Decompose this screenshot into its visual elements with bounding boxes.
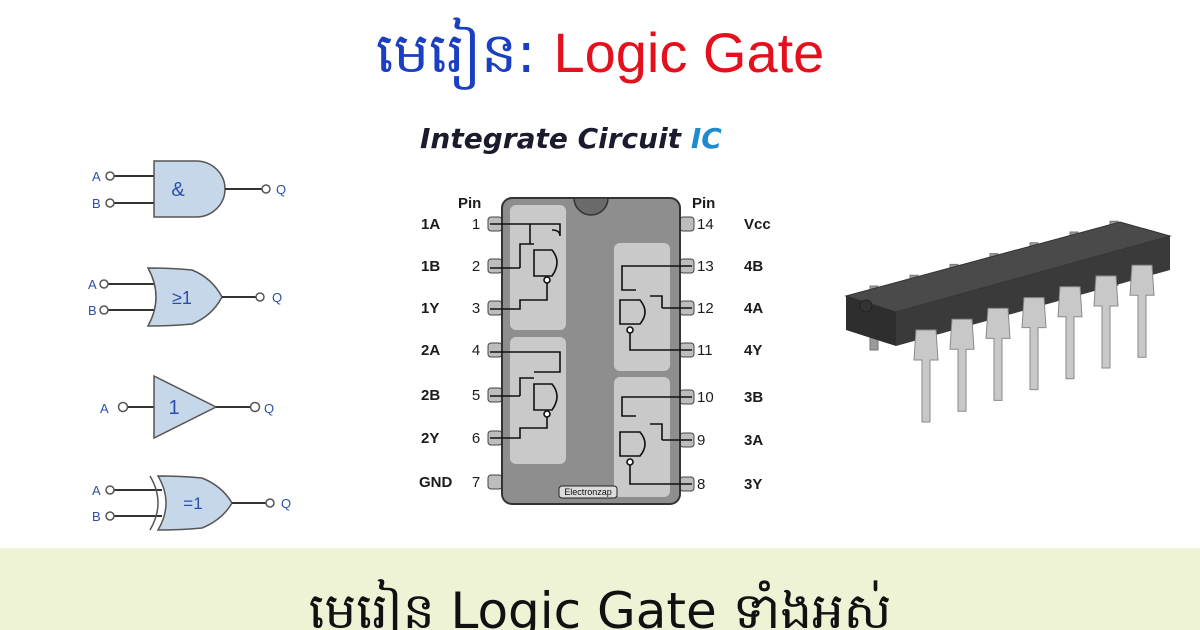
pin-label-4a: 4A bbox=[744, 300, 763, 317]
subtitle-accent: IC bbox=[690, 122, 722, 155]
pin-label-2a: 2A bbox=[421, 342, 440, 359]
pin-label-4b: 4B bbox=[744, 258, 763, 275]
pin-number-2: 2 bbox=[472, 258, 480, 275]
ic-gate-block-3 bbox=[614, 377, 670, 497]
ic-gate-block-2 bbox=[510, 337, 566, 464]
pin-number-5: 5 bbox=[472, 387, 480, 404]
pin-number-12: 12 bbox=[697, 300, 714, 317]
pin-number-9: 9 bbox=[697, 432, 705, 449]
pin-number-3: 3 bbox=[472, 300, 480, 317]
pin-label-3a: 3A bbox=[744, 432, 763, 449]
and-output-q: Q bbox=[276, 182, 286, 197]
dip-front-leg bbox=[1129, 264, 1155, 358]
pin-stub-left bbox=[487, 300, 503, 316]
xor-gate: =1 A B Q bbox=[92, 475, 291, 531]
and-gate: & A B Q bbox=[92, 160, 286, 218]
dip-front-face bbox=[896, 236, 1170, 346]
pin-label-1a: 1A bbox=[421, 216, 440, 233]
xor-input-a: A bbox=[92, 483, 101, 498]
bottom-banner: មេរៀន Logic Gate ទាំងអស់ bbox=[0, 548, 1200, 630]
pin-label-3y: 3Y bbox=[744, 476, 762, 493]
ic-gate-block-4 bbox=[614, 243, 670, 371]
pin-label-1y: 1Y bbox=[421, 300, 439, 317]
pin-number-14: 14 bbox=[697, 216, 714, 233]
dip-notch-dot bbox=[859, 299, 873, 313]
ic-gate-block-1 bbox=[510, 205, 566, 330]
and-input-b: B bbox=[92, 196, 101, 211]
pin-number-1: 1 bbox=[472, 216, 480, 233]
dip-front-leg bbox=[1093, 275, 1119, 369]
pin-label-2y: 2Y bbox=[421, 430, 439, 447]
diagram-canvas: & A B Q ≥1 A B Q 1 A Q =1 bbox=[88, 160, 1172, 531]
or-output-q: Q bbox=[272, 290, 282, 305]
buffer-input-a: A bbox=[100, 401, 109, 416]
pin-label-gnd: GND bbox=[419, 474, 453, 491]
page-title: មេរៀន: Logic Gate bbox=[0, 18, 1200, 89]
right-pin-stubs bbox=[679, 216, 695, 492]
ic-pinout: Pin Pin bbox=[419, 195, 771, 505]
dip-front-leg bbox=[985, 307, 1011, 401]
right-pin-labels: 14 Vcc 13 4B 12 4A 11 4Y 10 3B 9 3A 8 3Y bbox=[697, 216, 771, 493]
buffer-gate-symbol: 1 bbox=[168, 397, 179, 419]
dip-chip-illustration bbox=[844, 220, 1172, 423]
title-english: Logic Gate bbox=[553, 21, 825, 84]
pin-number-6: 6 bbox=[472, 430, 480, 447]
pin-number-11: 11 bbox=[697, 342, 713, 359]
pin-header-right: Pin bbox=[692, 195, 715, 212]
nand-gate-2 bbox=[490, 351, 561, 439]
dip-front-leg bbox=[913, 329, 939, 423]
pin-stub-left bbox=[487, 387, 503, 403]
pin-number-10: 10 bbox=[697, 389, 714, 406]
pin-number-4: 4 bbox=[472, 342, 480, 359]
pin-label-3b: 3B bbox=[744, 389, 763, 406]
title-khmer: មេរៀន bbox=[375, 21, 517, 86]
or-gate: ≥1 A B Q bbox=[88, 267, 282, 327]
title-separator: : bbox=[516, 21, 536, 86]
or-input-b: B bbox=[88, 303, 97, 318]
pin-number-8: 8 bbox=[697, 476, 705, 493]
xor-gate-symbol: =1 bbox=[183, 494, 202, 513]
or-gate-symbol: ≥1 bbox=[172, 288, 192, 308]
pin-label-4y: 4Y bbox=[744, 342, 762, 359]
pin-label-2b: 2B bbox=[421, 387, 440, 404]
and-input-a: A bbox=[92, 169, 101, 184]
pin-number-13: 13 bbox=[697, 258, 714, 275]
left-pin-stubs bbox=[487, 216, 503, 490]
pin-header-left: Pin bbox=[458, 195, 481, 212]
xor-input-b: B bbox=[92, 509, 101, 524]
xor-output-q: Q bbox=[281, 496, 291, 511]
pin-stub-left bbox=[487, 474, 503, 490]
pin-number-7: 7 bbox=[472, 474, 480, 491]
dip-side-face bbox=[846, 296, 896, 346]
nand-gate-1 bbox=[490, 223, 561, 310]
ic-subtitle: Integrate Circuit IC bbox=[420, 122, 722, 155]
ic-notch bbox=[573, 197, 609, 216]
pin-label-vcc: Vcc bbox=[744, 216, 771, 233]
brand-label: Electronzap bbox=[564, 487, 612, 497]
banner-text: មេរៀន Logic Gate ទាំងអស់ bbox=[308, 582, 892, 630]
dip-front-leg bbox=[949, 318, 975, 412]
buffer-output-q: Q bbox=[264, 401, 274, 416]
dip-front-pins bbox=[913, 264, 1155, 423]
pin-stub-left bbox=[487, 342, 503, 358]
and-gate-symbol: & bbox=[171, 179, 185, 201]
dip-front-leg bbox=[1057, 286, 1083, 380]
dip-front-leg bbox=[1021, 297, 1047, 391]
buffer-gate: 1 A Q bbox=[100, 374, 274, 440]
pin-stub-right bbox=[679, 216, 695, 232]
subtitle-main: Integrate Circuit bbox=[420, 122, 682, 155]
pin-stub-left bbox=[487, 258, 503, 274]
nand-gate-4 bbox=[619, 265, 692, 351]
or-input-a: A bbox=[88, 277, 97, 292]
pin-label-1b: 1B bbox=[421, 258, 440, 275]
brand-badge bbox=[558, 485, 618, 499]
nand-gate-3 bbox=[619, 396, 692, 485]
